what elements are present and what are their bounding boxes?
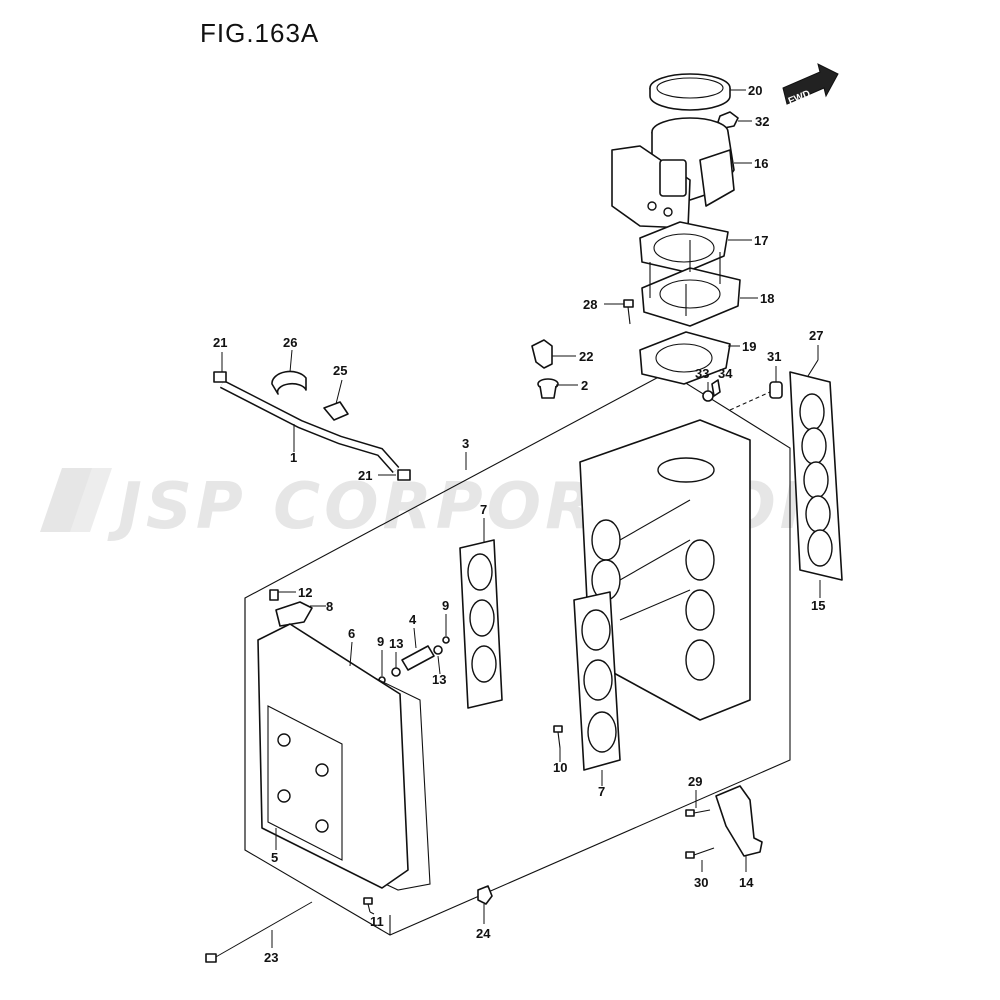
part-20-ring xyxy=(649,73,731,111)
callout-21-top: 21 xyxy=(213,335,227,350)
callout-32: 32 xyxy=(755,114,769,129)
callout-34: 34 xyxy=(718,366,733,381)
callout-28: 28 xyxy=(583,297,597,312)
part-10-bolt xyxy=(553,725,563,749)
callout-21-mid: 21 xyxy=(358,468,372,483)
callout-18: 18 xyxy=(760,291,774,306)
callout-27: 27 xyxy=(809,328,823,343)
part-22-fitting xyxy=(531,339,553,369)
part-11-bolt xyxy=(363,897,373,913)
part-7-gasket-lower xyxy=(573,591,621,771)
callout-16: 16 xyxy=(754,156,768,171)
part-7-gasket-upper xyxy=(459,539,503,709)
callout-24: 24 xyxy=(476,926,491,941)
part-16-throttle-body xyxy=(611,117,735,229)
callout-3: 3 xyxy=(462,436,469,451)
fwd-arrow-icon: FWD xyxy=(782,63,839,107)
leader-lines xyxy=(221,89,821,948)
part-25-clip xyxy=(323,401,349,421)
callout-4: 4 xyxy=(409,612,417,627)
callout-25: 25 xyxy=(333,363,347,378)
callout-30: 30 xyxy=(694,875,708,890)
callout-29: 29 xyxy=(688,774,702,789)
callout-9-left: 9 xyxy=(377,634,384,649)
figure-title: FIG.163A xyxy=(200,18,320,48)
part-21-clamp-a xyxy=(213,371,227,383)
callout-13-left: 13 xyxy=(389,636,403,651)
part-17-gasket xyxy=(639,221,729,273)
part-27-stud xyxy=(807,359,819,377)
part-13-seal-b xyxy=(433,645,443,655)
part-30-bolt xyxy=(685,847,715,859)
part-13-seal-a xyxy=(391,667,401,677)
callout-7-lower: 7 xyxy=(598,784,605,799)
part-15-gasket xyxy=(789,371,843,581)
callout-6: 6 xyxy=(348,626,355,641)
callout-13-right: 13 xyxy=(432,672,446,687)
callout-20: 20 xyxy=(748,83,762,98)
part-21-clamp-b xyxy=(397,469,411,481)
callout-2: 2 xyxy=(581,378,588,393)
callout-14: 14 xyxy=(739,875,754,890)
callout-12: 12 xyxy=(298,585,312,600)
callout-33: 33 xyxy=(695,366,709,381)
callout-11: 11 xyxy=(370,914,384,929)
part-34-clip xyxy=(711,379,721,397)
part-14-bracket xyxy=(715,785,763,857)
callout-15: 15 xyxy=(811,598,825,613)
callout-labels: 20 32 16 17 18 28 19 27 31 22 2 33 34 21… xyxy=(213,83,825,965)
callout-9-right: 9 xyxy=(442,598,449,613)
part-2-grommet xyxy=(537,378,559,399)
callout-31: 31 xyxy=(767,349,781,364)
callout-26: 26 xyxy=(283,335,297,350)
part-3-intake-manifold xyxy=(579,419,751,721)
part-19-gasket xyxy=(639,331,731,385)
part-26-bracket xyxy=(271,370,307,395)
callout-10: 10 xyxy=(553,760,567,775)
callout-22: 22 xyxy=(579,349,593,364)
part-29-bolt xyxy=(685,809,711,817)
part-8-sensor xyxy=(269,589,313,627)
callout-19: 19 xyxy=(742,339,756,354)
part-5-cover xyxy=(257,623,409,889)
part-24-nut xyxy=(477,885,493,905)
part-28-bolt xyxy=(623,299,634,325)
part-23-long-bolt xyxy=(205,901,313,963)
callout-7-upper: 7 xyxy=(480,502,487,517)
part-31-dowel xyxy=(769,381,783,399)
callout-17: 17 xyxy=(754,233,768,248)
callout-23: 23 xyxy=(264,950,278,965)
part-9-ring-b xyxy=(442,636,450,644)
part-33-washer xyxy=(702,390,714,402)
part-18-adapter xyxy=(641,240,741,327)
part-4-pipe xyxy=(401,645,435,671)
callout-8: 8 xyxy=(326,599,333,614)
callout-5: 5 xyxy=(271,850,278,865)
callout-1: 1 xyxy=(290,450,297,465)
